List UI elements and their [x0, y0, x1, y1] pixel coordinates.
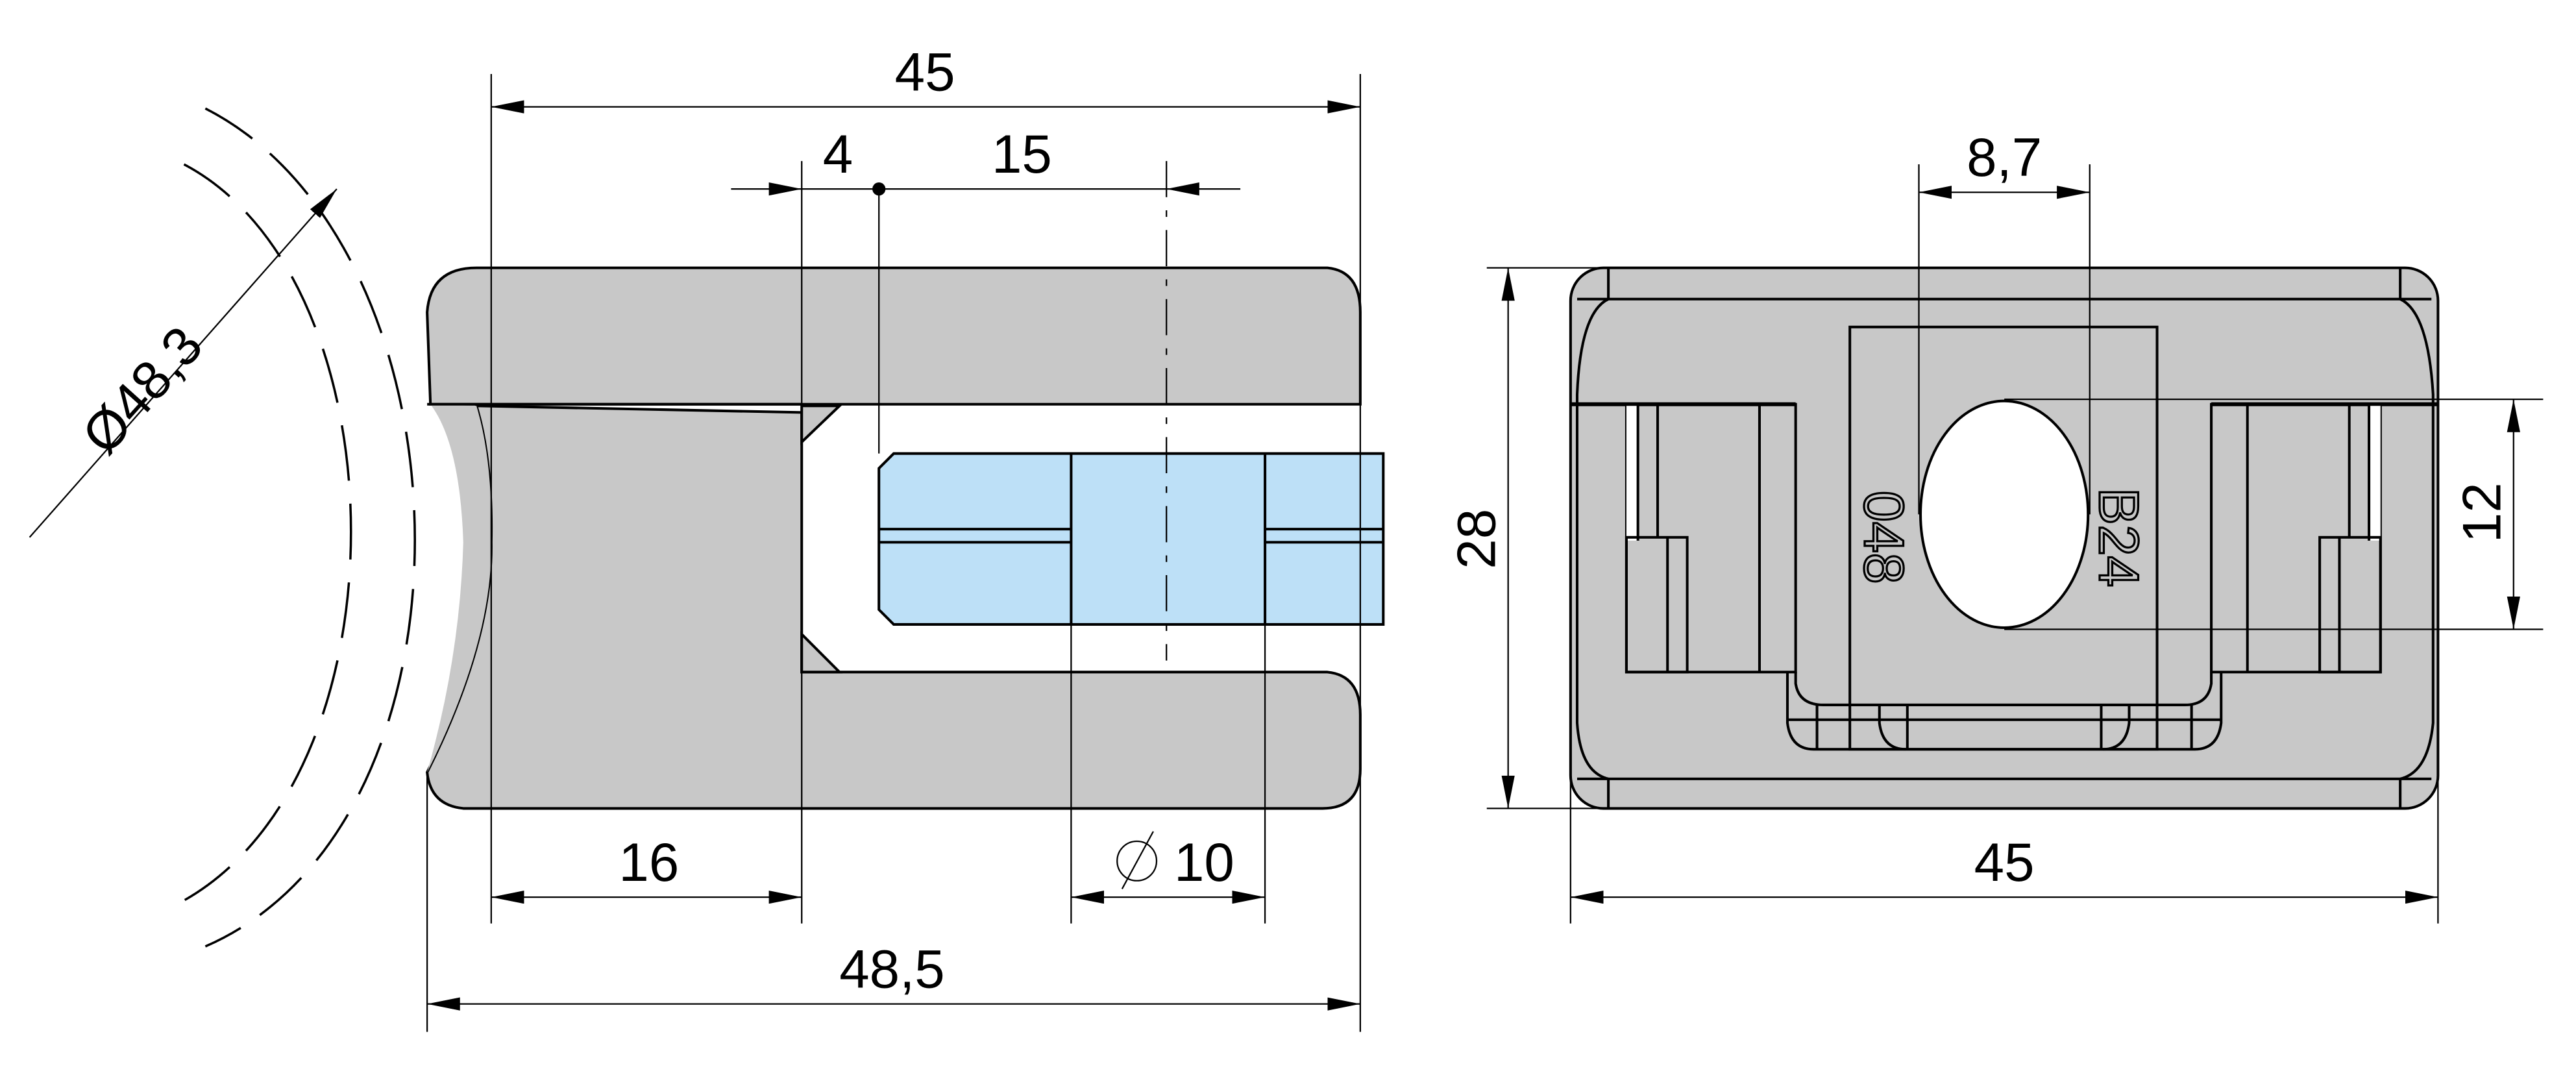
slot-hole: [1919, 399, 2090, 630]
side-view: 45 4 15 Ø48,3 16 10 48,5: [29, 41, 1385, 1032]
dim-hole-diameter: 10: [1174, 832, 1234, 893]
engraving-048: 048: [1852, 491, 1915, 584]
dim-clamp-depth: 16: [619, 832, 679, 893]
dim-width: 45: [1974, 832, 2035, 893]
dim-slot-width: 8,7: [1967, 127, 2042, 188]
engraving-b24: B24: [2087, 487, 2150, 587]
clamp-curved-face: [427, 404, 492, 772]
pipe-outline-dashed: [204, 107, 416, 948]
center-plate: [1848, 325, 2159, 751]
gap-chamfer-bottom: [800, 631, 843, 674]
dim-offset: 4: [823, 123, 853, 184]
dim-height: 28: [1445, 509, 1506, 569]
dim-hole-position: 15: [992, 123, 1052, 184]
dim-slot-height: 12: [2451, 482, 2512, 543]
reference-dot: [872, 182, 886, 196]
front-view: 048 B24 8,7 28 12 45: [1445, 127, 2544, 924]
glass-pane: [877, 452, 1385, 626]
pipe-outline-dashed-inner: [183, 163, 352, 902]
clamp-top-arm: [426, 266, 1362, 406]
gap-chamfer-top: [800, 404, 843, 445]
dim-pipe-diameter: Ø48,3: [70, 315, 214, 465]
diameter-symbol-icon: [1116, 831, 1158, 889]
dim-overall-width: 45: [895, 41, 955, 102]
dim-overall-length: 48,5: [839, 938, 945, 999]
